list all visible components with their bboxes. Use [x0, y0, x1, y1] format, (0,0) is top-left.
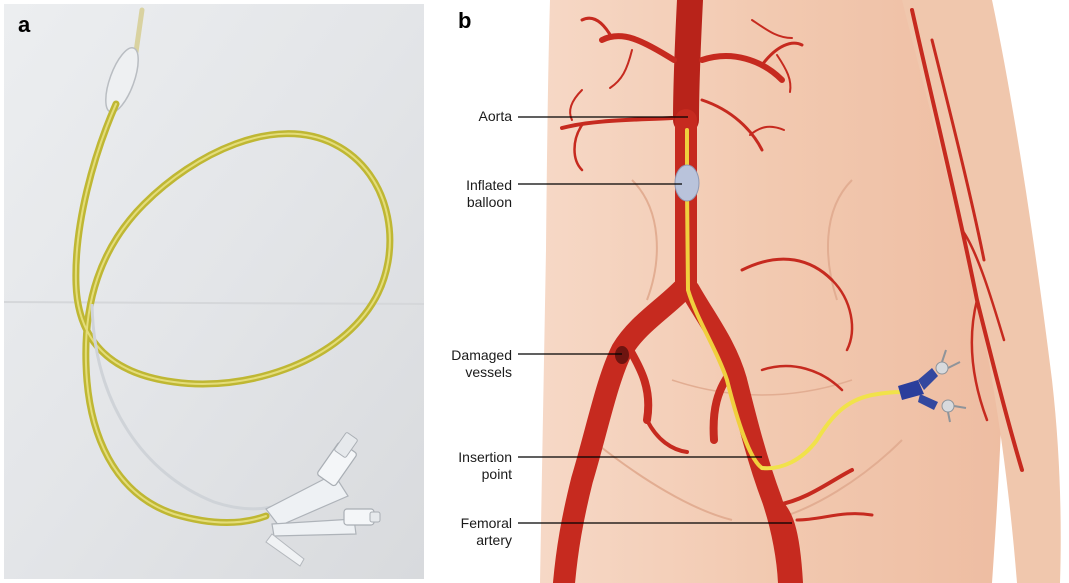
panel-b-letter: b [458, 10, 471, 32]
anatomy-drawing [432, 0, 1069, 583]
label-damaged-vessels: Damaged vessels [420, 347, 512, 381]
panel-a-letter: a [18, 14, 30, 36]
label-insertion-point: Insertion point [430, 449, 512, 483]
aorta-artery [686, 0, 690, 120]
label-femoral-artery: Femoral artery [430, 515, 512, 549]
anatomy-diagram: b [432, 0, 1069, 583]
damaged-vessel-spot [615, 346, 629, 364]
label-inflated-balloon: Inflated balloon [430, 177, 512, 211]
label-aorta: Aorta [430, 108, 512, 125]
catheter-photo: a [4, 4, 424, 579]
inflated-balloon-shape [675, 165, 699, 201]
catheter-photo-drawing [4, 4, 424, 579]
photo-background [4, 4, 424, 579]
